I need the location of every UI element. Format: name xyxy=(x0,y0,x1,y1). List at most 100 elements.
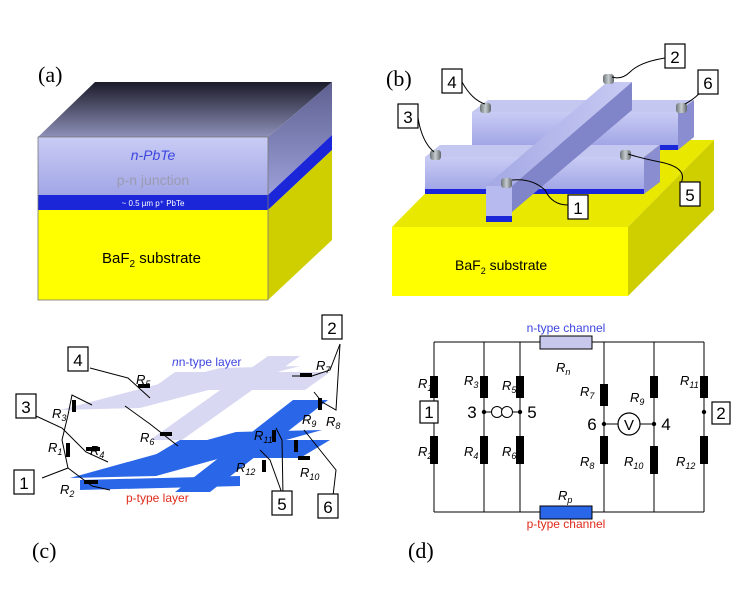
crystal-side-face xyxy=(268,82,332,195)
contact-labels-c: 4 2 3 1 5 6 xyxy=(13,314,343,519)
long-bar-top xyxy=(486,82,632,186)
resistor-label-d-6: R6 xyxy=(502,444,516,461)
panel-a-label: (a) xyxy=(38,62,62,87)
resistor-label-d-7: R7 xyxy=(580,384,595,401)
contact-wires-b xyxy=(417,57,709,206)
resistor-c-7 xyxy=(300,373,312,377)
panel-c-label: (c) xyxy=(32,538,56,563)
contact-box-c-6 xyxy=(317,493,339,519)
long-bar-junction xyxy=(486,216,512,222)
contact-label-c-4: 4 xyxy=(73,351,82,370)
contact-label-c-5: 5 xyxy=(277,495,286,514)
resistor-label-c-5: R5 xyxy=(136,372,151,389)
resistor-c-3 xyxy=(72,400,76,412)
p-type-layer-label: p-type layer xyxy=(126,491,189,505)
panel-b-label: (b) xyxy=(386,66,412,91)
contact-cap-4 xyxy=(480,103,491,113)
rp-resistor xyxy=(539,505,593,520)
resistor-d-10 xyxy=(650,446,658,474)
d-resistors xyxy=(430,376,708,474)
resistor-c-2 xyxy=(84,480,98,484)
contact-label-d-4: 4 xyxy=(661,415,670,434)
resistor-d-7 xyxy=(600,384,608,406)
substrate-side-b xyxy=(628,140,714,296)
resistor-label-c-9: R9 xyxy=(302,412,316,429)
panel-b: (b) BaF2 substrate xyxy=(386,43,719,296)
resistor-label-d-3: R3 xyxy=(464,373,478,390)
resistor-c-12 xyxy=(262,460,266,472)
pn-junction-label: p-n junction xyxy=(117,172,189,188)
current-source-icon xyxy=(491,406,503,418)
contact-cap-5 xyxy=(620,150,631,160)
substrate-label-a: BaF2 substrate xyxy=(102,250,201,270)
contact-label-c-1: 1 xyxy=(19,474,28,493)
resistor-label-d-12: R12 xyxy=(676,454,695,471)
contact-box-1 xyxy=(567,194,589,220)
rp-label: Rp xyxy=(558,488,572,505)
resistor-c-1 xyxy=(66,443,70,457)
c-wires xyxy=(35,343,341,497)
panel-d: (d) n-type channel p-type channel Rn Rp xyxy=(408,321,731,563)
panel-c: (c) nn-type layer p-type layer xyxy=(13,314,343,563)
resistor-d-11 xyxy=(700,376,708,398)
p-pbte-layer xyxy=(38,195,268,210)
n-type-layer-label: nn-type layer xyxy=(172,355,241,369)
contact-label-c-6: 6 xyxy=(323,498,332,517)
contact-label-d-1: 1 xyxy=(424,403,433,422)
contact-box-c-1 xyxy=(13,469,35,495)
p-layer-bottom xyxy=(80,476,240,490)
resistor-d-8 xyxy=(600,436,608,464)
resistor-d-12 xyxy=(700,436,708,464)
panel-a: (a) n-PbTe p-n junction ~ 0.5 µm p⁺ PbTe… xyxy=(37,62,332,301)
c-resistors xyxy=(66,373,322,484)
resistor-label-d-11: R11 xyxy=(680,373,699,390)
resistor-d-4 xyxy=(480,436,488,464)
rn-label: Rn xyxy=(556,360,570,377)
resistor-c-6 xyxy=(160,432,172,436)
n-type-channel-label: n-type channel xyxy=(527,321,606,335)
resistor-label-d-9: R9 xyxy=(630,390,644,407)
contact-label-2: 2 xyxy=(670,48,679,67)
contact-label-1: 1 xyxy=(573,199,582,218)
voltmeter-symbol: V xyxy=(624,417,634,434)
contact-box-2 xyxy=(664,43,686,69)
resistor-d-5 xyxy=(516,376,524,398)
resistor-c-10 xyxy=(298,456,310,460)
panel-d-label: (d) xyxy=(408,538,434,563)
n-pbte-layer xyxy=(38,137,268,195)
contact-label-d-3: 3 xyxy=(467,403,476,422)
contact-box-3 xyxy=(397,103,419,129)
contact-box-5 xyxy=(679,181,701,207)
resistor-label-c-8: R8 xyxy=(326,414,340,431)
baf2-substrate xyxy=(38,210,268,300)
resistor-d-9 xyxy=(650,376,658,398)
crystal-top-face xyxy=(38,82,332,137)
contact-box-6 xyxy=(697,69,719,95)
contact-cap-6 xyxy=(676,103,687,113)
contact-box-c-5 xyxy=(271,490,293,516)
contact-box-d-2 xyxy=(711,401,731,425)
resistor-label-d-5: R5 xyxy=(502,378,517,395)
front-bar-side xyxy=(644,145,660,194)
resistor-d-3 xyxy=(480,376,488,398)
resistor-label-c-4: R4 xyxy=(90,443,104,460)
contact-label-4: 4 xyxy=(447,73,456,92)
contact-label-d-2: 2 xyxy=(716,404,725,423)
contact-label-c-2: 2 xyxy=(327,319,336,338)
contact-caps xyxy=(430,74,687,188)
substrate-front-b xyxy=(392,227,628,296)
c-resistor-labels: R1 R2 R3 R4 R5 R6 R7 R8 R9 R10 R11 R12 xyxy=(48,358,340,499)
resistor-label-c-7: R7 xyxy=(316,358,331,375)
contact-label-3: 3 xyxy=(403,108,412,127)
resistor-label-d-10: R10 xyxy=(624,454,643,471)
n-layer-bar-long xyxy=(150,356,300,440)
resistor-label-c-1: R1 xyxy=(48,440,62,457)
long-bar-front xyxy=(486,186,512,221)
p-layer-bar-long xyxy=(175,400,328,492)
resistor-c-9 xyxy=(294,440,298,452)
contact-label-d-5: 5 xyxy=(527,403,536,422)
resistor-label-c-3: R3 xyxy=(52,406,66,423)
resistor-label-c-6: R6 xyxy=(140,430,154,447)
resistor-c-8 xyxy=(318,398,322,410)
